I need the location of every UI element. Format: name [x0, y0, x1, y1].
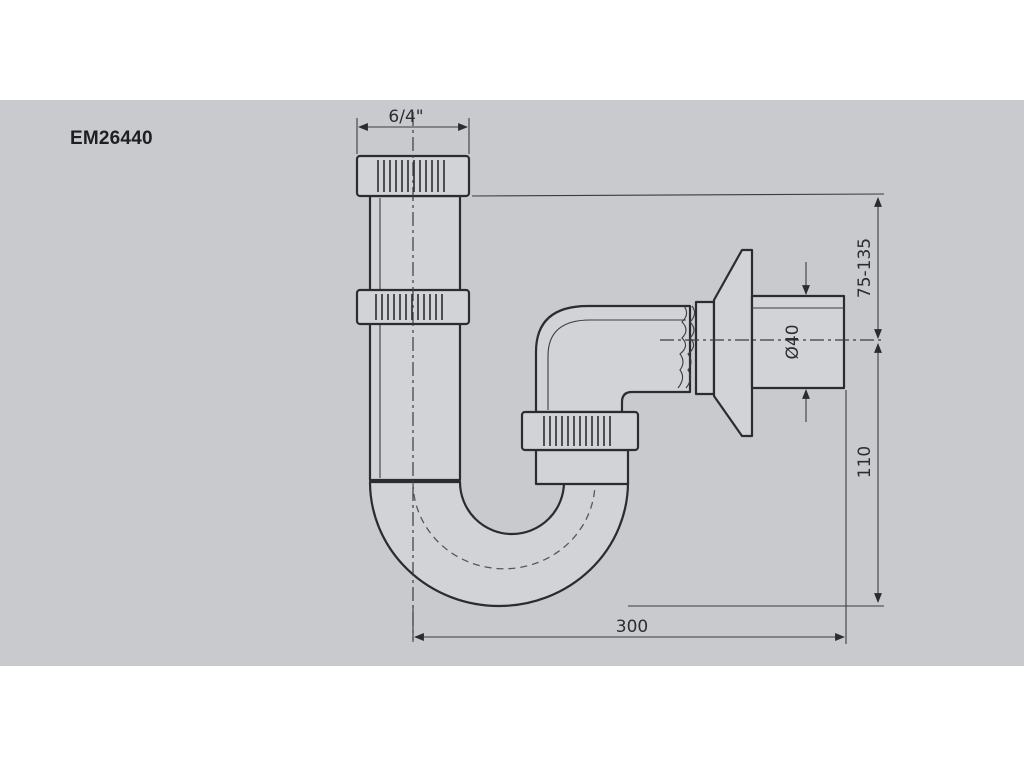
riser-tube: [534, 448, 630, 486]
dim-height-lower: 110: [855, 446, 875, 478]
dimension-top-thread: 6/4": [356, 107, 470, 154]
rosette-hub: [694, 300, 716, 396]
inlet-tube-lower: [368, 320, 462, 482]
outlet-nut: [520, 410, 640, 452]
dim-top-thread: 6/4": [388, 107, 423, 127]
model-code: EM26440: [70, 128, 153, 149]
dim-width: 300: [616, 617, 648, 637]
dimension-width: 300: [414, 390, 847, 644]
siphon-body: [368, 194, 846, 608]
u-bend: [368, 480, 630, 608]
inlet-tube-upper: [368, 194, 462, 294]
dim-height-range: 75-135: [855, 238, 875, 298]
dimension-diameter: Ø40: [783, 262, 810, 422]
dimension-height: 75-135 110: [471, 193, 885, 607]
center-lines: [412, 112, 882, 642]
wall-rosette: [712, 248, 754, 438]
outlet-elbow: [534, 304, 692, 414]
wall-pipe: [750, 294, 846, 390]
dim-diameter: Ø40: [783, 324, 803, 359]
